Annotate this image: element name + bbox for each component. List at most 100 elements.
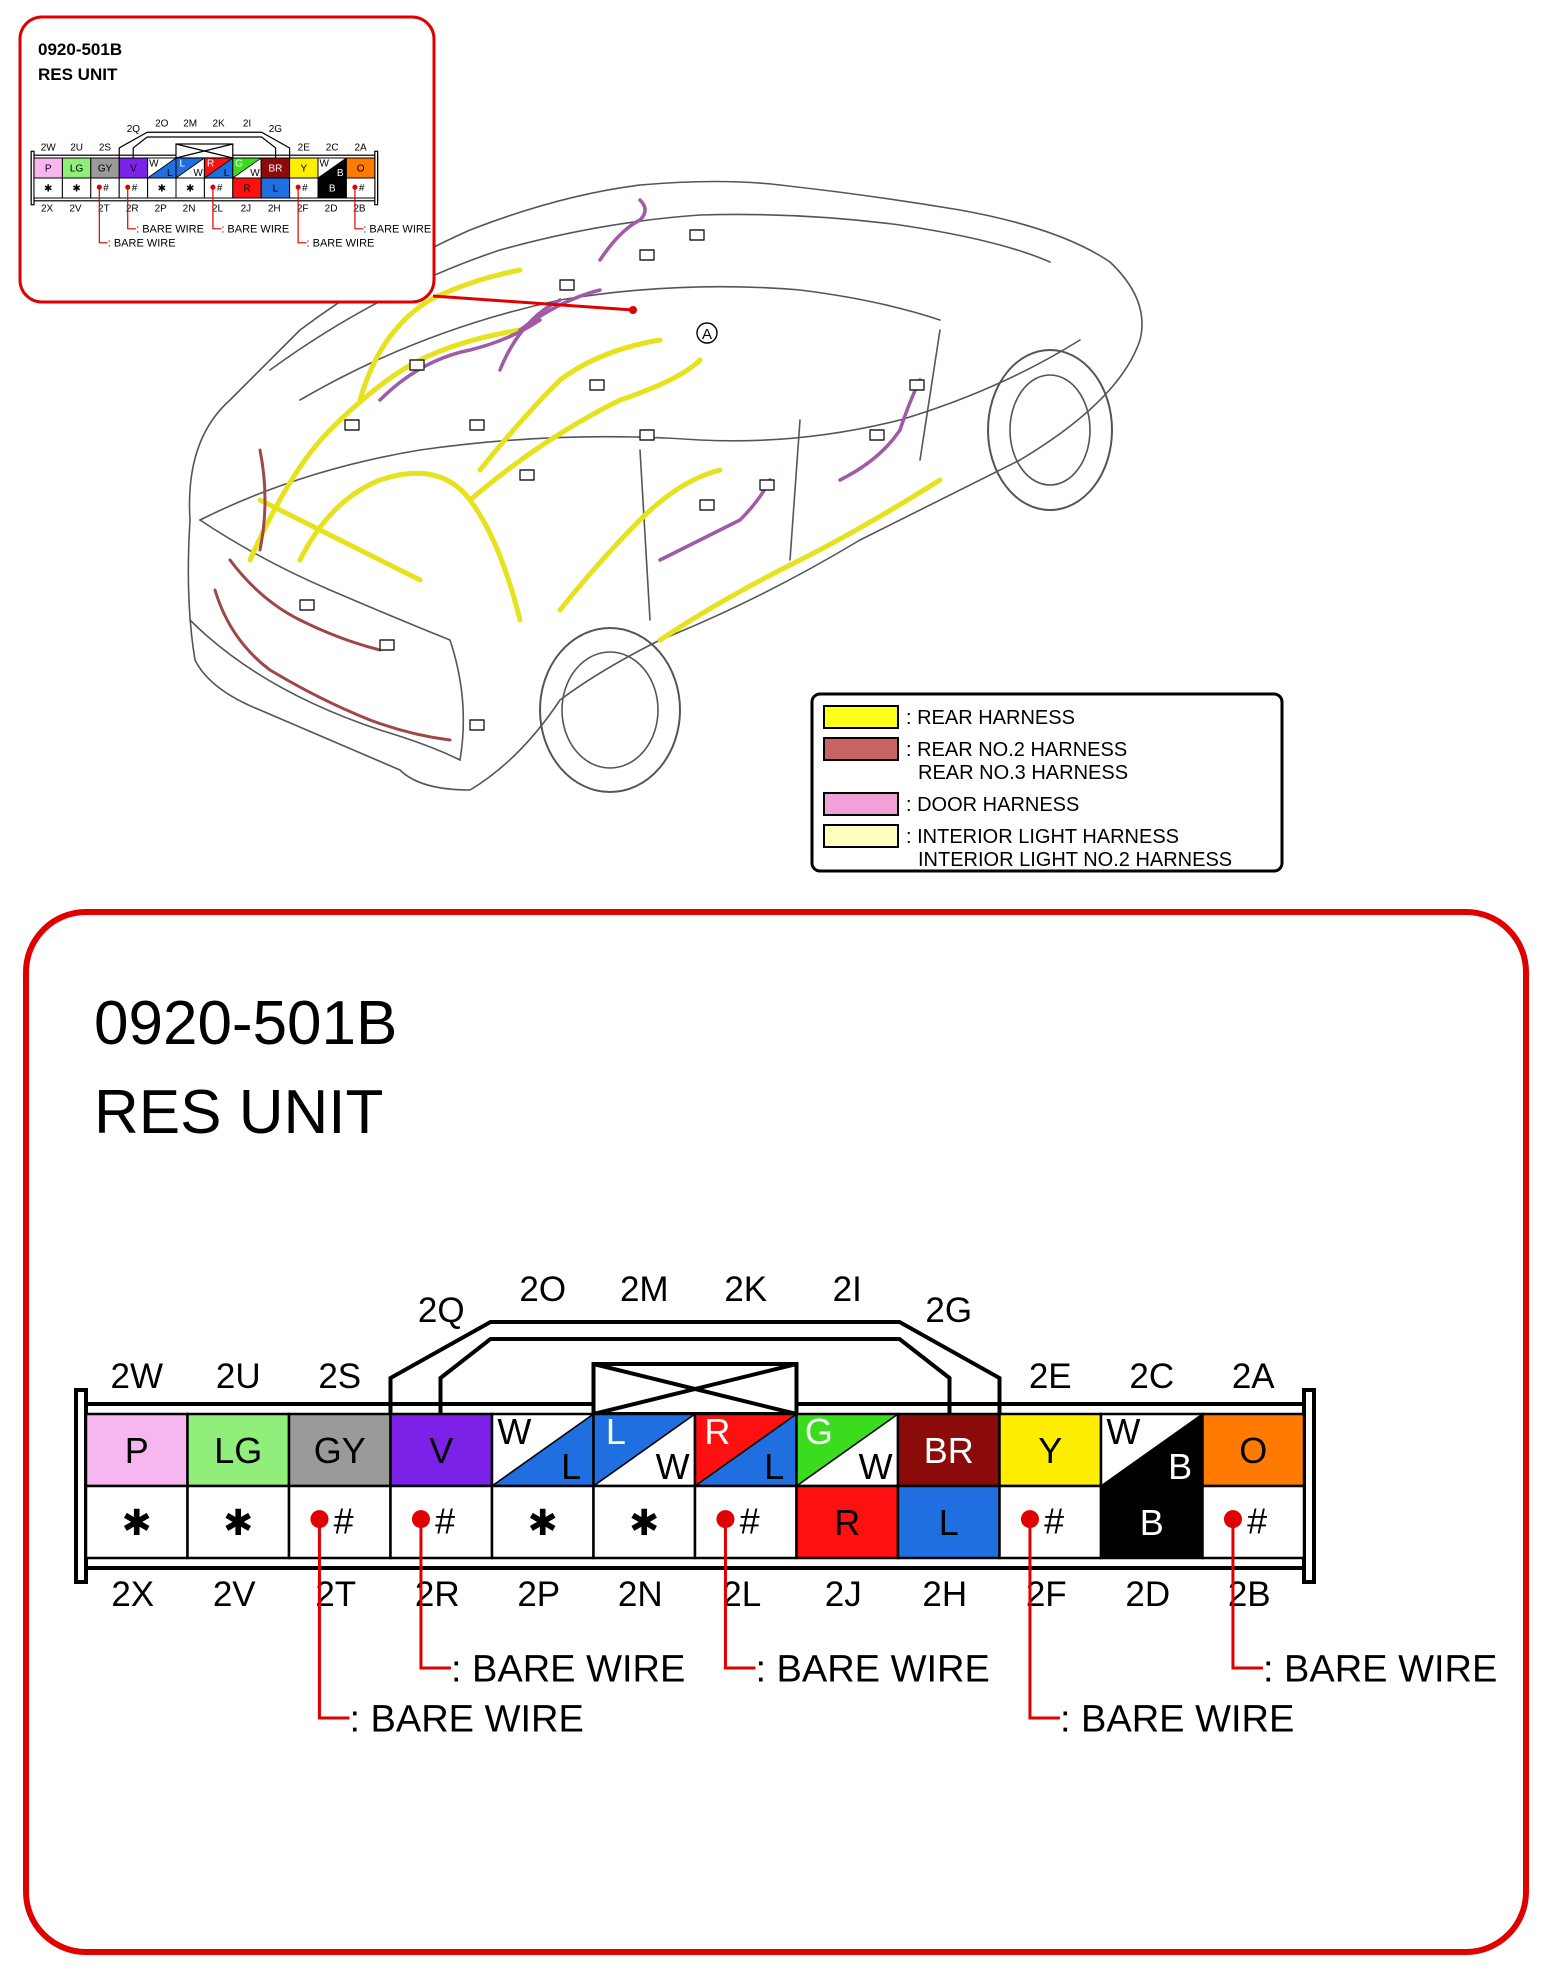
bottom-row-cell-fill [289,1486,391,1558]
bottom-pin-label: 2T [98,203,110,214]
bottom-row-cell-fill [119,178,148,198]
bare-wire-leader [354,187,364,230]
top-row-cell-diagonal [317,157,347,179]
rear-no2-harness-route [213,448,452,742]
inset-leader-line [432,294,634,312]
bottom-row-terminal-mark: # [1247,1501,1267,1542]
top-row-wire-color: W [149,158,159,169]
top-row-terminal-mark: O [1239,1430,1267,1471]
top-row-terminal-mark: LG [70,164,84,175]
bottom-pin-label: 2L [212,203,224,214]
bottom-pin-label: 2T [315,1575,356,1614]
top-pin-label: 2S [318,1357,361,1396]
bottom-row-cell-fill [346,178,375,198]
bottom-row-terminal-mark: # [103,183,109,194]
bottom-row-cell-fill [695,1486,797,1558]
top-row-terminal-mark: GY [98,164,113,175]
top-pin-label: 2I [833,1270,862,1309]
top-pin-label: 2K [724,1270,767,1309]
connector-code-title: 0920-501B [94,989,397,1058]
top-row-cell-fill [90,158,120,178]
callout-marker-letter: A [702,326,712,343]
top-pin-label: 2U [216,1357,261,1396]
bottom-row-terminal-mark: ✱ [528,1502,558,1543]
bottom-pin-label: 2B [1228,1575,1271,1614]
bare-wire-label: : BARE WIRE [221,224,289,236]
top-pin-label: 2G [269,124,283,135]
top-row-cell-fill [187,1414,289,1486]
bottom-row-cell-fill [204,178,233,198]
harness-connectors [299,229,925,731]
bare-wire-dot [96,184,102,190]
inset-connector-name: RES UNIT [38,65,118,84]
bottom-pin-label: 2D [1125,1575,1170,1614]
top-row-terminal-mark: BR [268,164,282,175]
bottom-row-terminal-mark: ✱ [223,1502,253,1543]
bottom-pin-label: 2R [126,203,139,214]
bare-wire-label: : BARE WIRE [108,238,176,250]
top-pin-label: 2A [354,143,367,154]
bottom-row-cell-border [345,177,376,199]
top-pin-label: 2Q [127,124,141,135]
legend-swatch [823,824,899,848]
top-row-wire-color: L [606,1411,626,1452]
top-row-wire-color: W [320,158,330,169]
bottom-row-cell-fill [1202,1486,1304,1558]
top-row-cell-diagonal [593,1413,696,1487]
bottom-pin-label: 2L [722,1575,761,1614]
top-pin-label: 2O [519,1270,566,1309]
top-row-terminal-mark: P [125,1430,149,1471]
bottom-row-cell-fill [593,1486,695,1558]
top-row-cell-fill [119,158,148,178]
top-row-wire-color: W [656,1446,690,1487]
inset-connector-code: 0920-501B [38,40,122,59]
top-row-terminal-mark: P [45,164,52,175]
vehicle-harness-illustration [187,180,1143,793]
top-row-wire-color: L [179,158,185,169]
top-pin-label: 2W [41,143,57,154]
inset-leader-dot [629,306,637,314]
bare-wire-leader [317,1519,350,1720]
front-wheel-hub [1009,374,1091,486]
top-pin-label: 2G [925,1291,972,1330]
legend-label: : REAR HARNESS [906,707,1075,729]
top-row-wire-color: W [859,1446,893,1487]
connector-hood-inner [132,136,277,158]
top-row-cell-fill [390,1414,492,1486]
bottom-row-cell-fill [261,178,290,198]
legend-label: INTERIOR LIGHT NO.2 HARNESS [918,849,1232,871]
bottom-row-terminal-mark: # [334,1501,354,1542]
top-row-cell-diagonal [1100,1413,1203,1487]
bottom-pin-label: 2N [618,1575,663,1614]
bottom-row-cell-border [1201,1484,1306,1560]
top-pin-label: 2M [620,1270,669,1309]
bare-wire-leader [212,187,222,230]
top-row-wire-color: L [167,168,173,179]
bottom-row-cell-fill [1101,1486,1203,1558]
bare-wire-label: : BARE WIRE [307,238,375,250]
top-pin-label: 2C [1129,1357,1174,1396]
connector-hood-outer [388,1320,1002,1414]
bare-wire-leader [1231,1519,1263,1670]
rear-wheel [539,627,681,793]
connector-name-title: RES UNIT [94,1078,383,1147]
connector-latch-right [1302,1388,1316,1584]
bottom-pin-label: 2P [155,203,168,214]
bottom-row-terminal-mark: L [273,184,279,195]
top-row-cell-diagonal [204,157,234,179]
bare-wire-leader [723,1519,756,1670]
top-pin-label: 2Q [418,1291,465,1330]
top-pin-label: 2O [155,118,169,129]
top-row-wire-color: W [1106,1411,1140,1452]
bottom-row-terminal-mark: # [359,183,365,194]
top-row-wire-color: B [337,168,344,179]
bottom-row-cell-fill [999,1486,1101,1558]
bottom-pin-label: 2B [353,203,366,214]
connector-hood-inner [438,1337,952,1414]
top-pin-label: 2W [111,1357,164,1396]
bottom-row-terminal-mark: L [939,1502,959,1543]
bottom-pin-label: 2J [825,1575,862,1614]
bottom-pin-label: 2V [69,203,82,214]
